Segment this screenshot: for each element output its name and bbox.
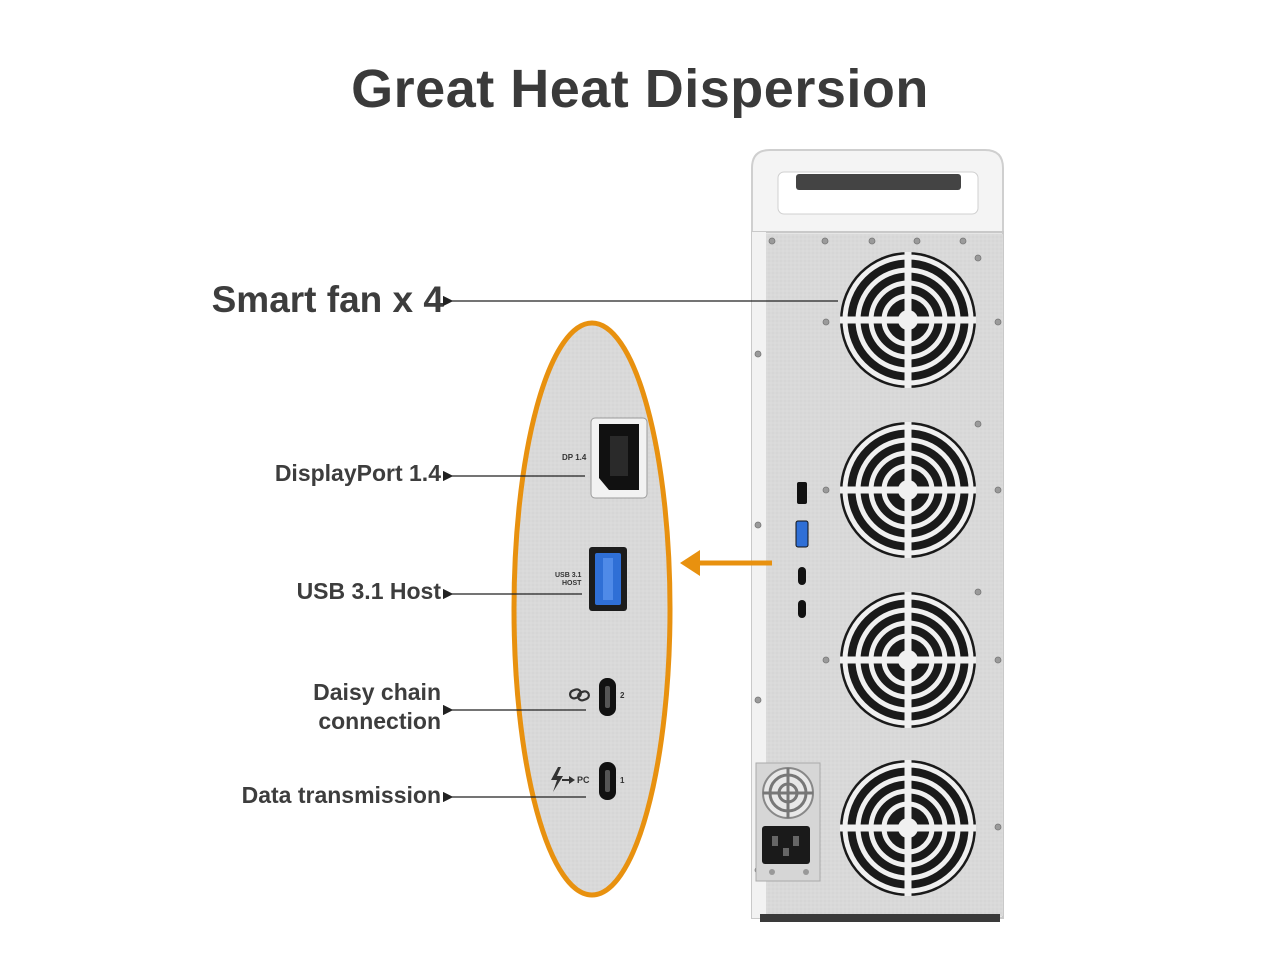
usb-port (589, 547, 627, 611)
label-daisy-chain: Daisy chain connection (140, 678, 441, 736)
fan-grille-3 (840, 592, 976, 728)
label-displayport: DisplayPort 1.4 (274, 460, 441, 486)
enclosure-handle (751, 149, 1004, 239)
label-data-transmission: Data transmission (241, 782, 441, 808)
page-title: Great Heat Dispersion (351, 59, 929, 119)
callout-lines (442, 295, 838, 803)
dp-marking: DP 1.4 (562, 453, 587, 462)
label-smart-fan: Smart fan x 4 (211, 279, 444, 320)
label-daisy-line1: Daisy chain (313, 679, 441, 705)
usb-c-port-daisy (599, 678, 616, 716)
fan-grille-4 (840, 760, 976, 896)
enclosure-port-panel (795, 482, 809, 618)
power-supply (755, 762, 821, 882)
chain-link-icon (568, 688, 590, 702)
usb-marking-1: USB 3.1 (555, 572, 582, 579)
label-daisy-line2: connection (318, 708, 441, 734)
daisy-port-number: 2 (620, 691, 625, 700)
fan-grilles (840, 252, 976, 896)
thunderbolt-icon (551, 767, 563, 792)
power-socket-icon (762, 826, 810, 864)
displayport-port (590, 417, 648, 499)
usb-marking-2: HOST (562, 580, 582, 587)
zoom-oval: DP 1.4 USB 3.1 HOST 2 PC 1 (511, 320, 673, 898)
label-usb-host: USB 3.1 Host (296, 578, 441, 604)
pc-marking: PC (577, 775, 590, 785)
arrow-right-icon (562, 776, 575, 784)
fan-grille-2 (840, 422, 976, 558)
zoom-arrow (680, 550, 772, 576)
fan-grille-1 (840, 252, 976, 388)
data-port-number: 1 (620, 776, 625, 785)
usb-c-port-data (599, 762, 616, 800)
